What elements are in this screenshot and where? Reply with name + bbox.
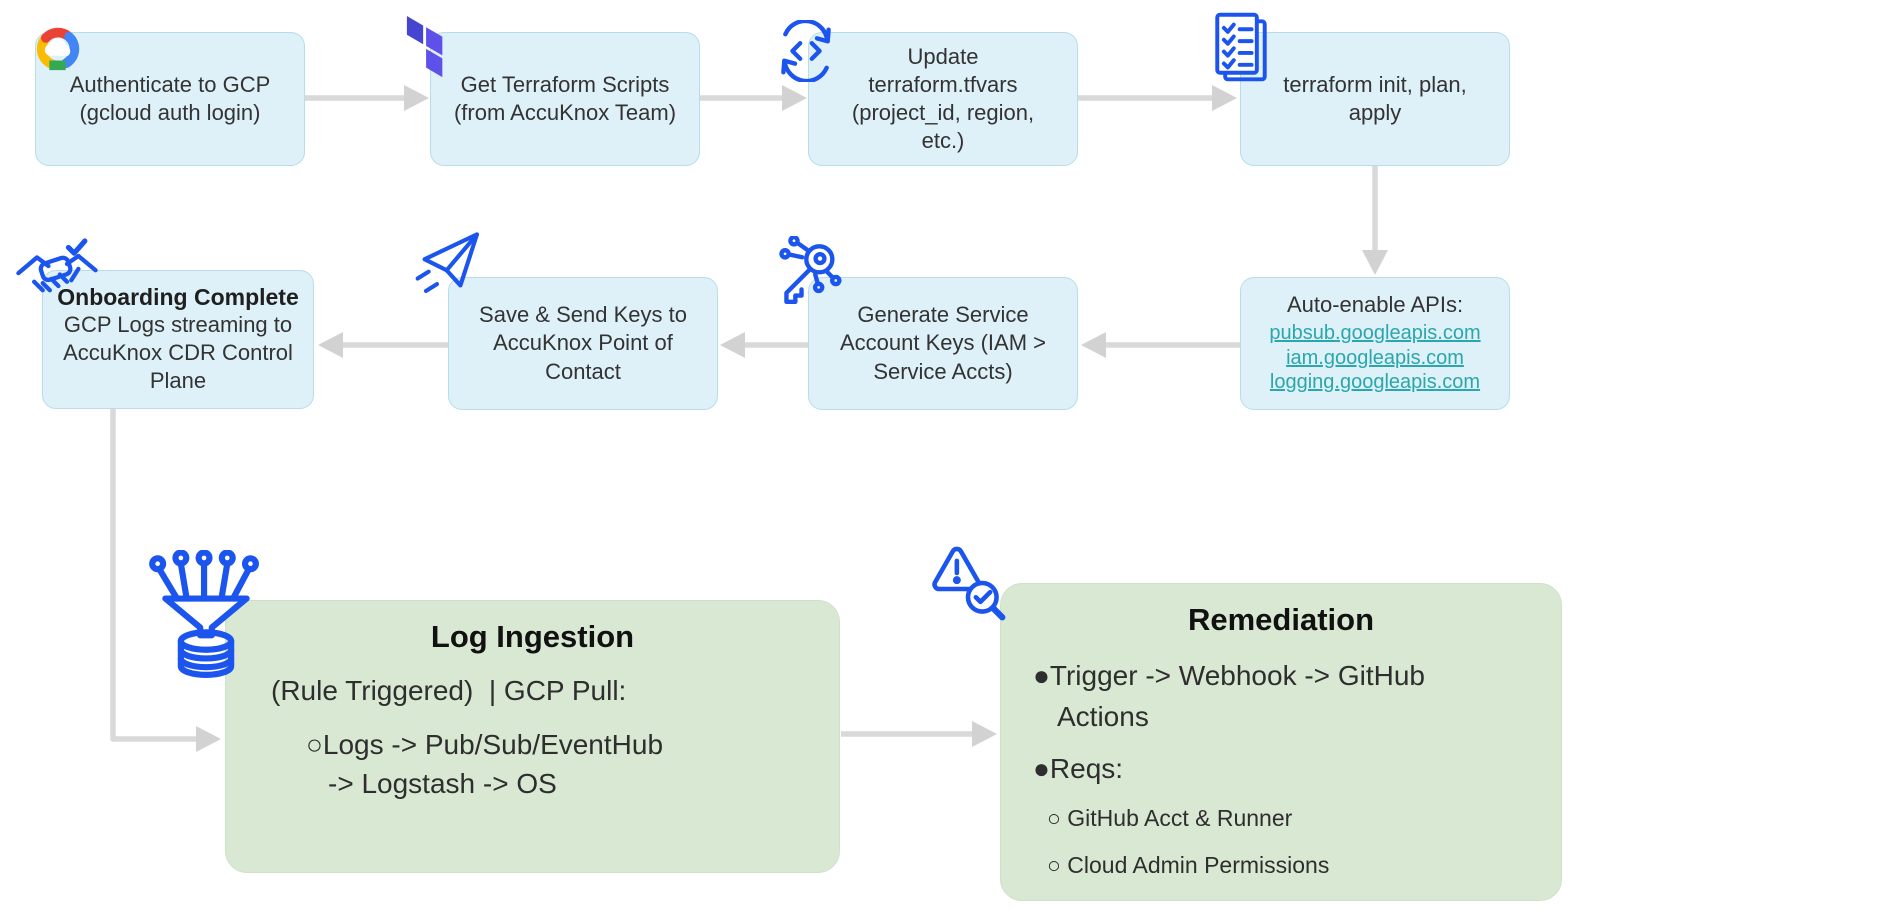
arrow-onboarding-to-logingestion (110, 409, 221, 752)
data-funnel-icon (148, 549, 264, 678)
node-auto-enable-apis-title: Auto-enable APIs: (1286, 292, 1464, 318)
group-remediation: Remediation ●Trigger -> Webhook -> GitHu… (1000, 583, 1562, 901)
node-update-tfvars: Update terraform.tfvars (project_id, reg… (808, 32, 1078, 166)
remediation-bullet-reqs: ●Reqs: (1033, 753, 1124, 785)
sync-code-icon (775, 18, 837, 84)
terraform-logo-icon (405, 16, 459, 78)
node-save-send-keys: Save & Send Keys to AccuKnox Point of Co… (448, 277, 718, 410)
gcp-cloud-logo-icon (26, 20, 90, 76)
group-log-ingestion: Log Ingestion (Rule Triggered) | GCP Pul… (225, 600, 840, 873)
node-onboarding-complete-title: Onboarding Complete (57, 283, 299, 310)
node-get-terraform-scripts-label: Get Terraform Scripts (from AccuKnox Tea… (453, 71, 677, 125)
link-logging-googleapis[interactable]: logging.googleapis.com (1269, 371, 1481, 394)
node-update-tfvars-label: Update terraform.tfvars (project_id, reg… (851, 43, 1035, 154)
node-authenticate-gcp-label: Authenticate to GCP (gcloud auth login) (69, 71, 271, 125)
node-terraform-commands: terraform init, plan, apply (1240, 32, 1510, 166)
remediation-sub-github: ○ GitHub Acct & Runner (1047, 805, 1293, 832)
arrow-logingestion-to-remediation (841, 721, 997, 747)
alert-scan-icon (928, 543, 1008, 623)
node-get-terraform-scripts: Get Terraform Scripts (from AccuKnox Tea… (430, 32, 700, 166)
digital-key-icon (770, 235, 844, 310)
link-iam-googleapis[interactable]: iam.googleapis.com (1286, 346, 1464, 369)
handshake-check-icon (14, 236, 100, 316)
remediation-bullet-trigger: ●Trigger -> Webhook -> GitHub Actions (1033, 660, 1425, 732)
log-ingestion-subtitle: (Rule Triggered) | GCP Pull: (271, 675, 627, 706)
node-save-send-keys-label: Save & Send Keys to AccuKnox Point of Co… (479, 302, 687, 384)
checklist-icon (1212, 12, 1270, 86)
arrow-send-to-onboarding (318, 332, 448, 358)
node-authenticate-gcp: Authenticate to GCP (gcloud auth login) (35, 32, 305, 166)
log-ingestion-bullet: ○Logs -> Pub/Sub/EventHub -> Logstash ->… (306, 729, 664, 800)
node-terraform-commands-label: terraform init, plan, apply (1283, 71, 1467, 125)
arrow-tfvars-to-apply (1078, 85, 1237, 111)
node-generate-service-keys-label: Generate Service Account Keys (IAM > Ser… (839, 302, 1047, 384)
node-generate-service-keys: Generate Service Account Keys (IAM > Ser… (808, 277, 1078, 410)
arrow-apply-to-apis (1362, 166, 1388, 275)
link-pubsub-googleapis[interactable]: pubsub.googleapis.com (1269, 322, 1481, 345)
node-onboarding-complete: Onboarding Complete GCP Logs streaming t… (42, 270, 314, 409)
remediation-sub-cloudadmin: ○ Cloud Admin Permissions (1047, 852, 1330, 879)
arrow-scripts-to-tfvars (700, 85, 807, 111)
node-onboarding-complete-body: GCP Logs streaming to AccuKnox CDR Contr… (63, 311, 293, 394)
arrow-apis-to-keys (1081, 332, 1240, 358)
arrow-authenticate-to-scripts (305, 85, 429, 111)
node-auto-enable-apis: Auto-enable APIs: pubsub.googleapis.com … (1240, 277, 1510, 410)
remediation-title: Remediation (1187, 602, 1375, 637)
log-ingestion-title: Log Ingestion (430, 619, 635, 654)
paper-plane-icon (408, 222, 488, 302)
arrow-keys-to-send (720, 332, 808, 358)
